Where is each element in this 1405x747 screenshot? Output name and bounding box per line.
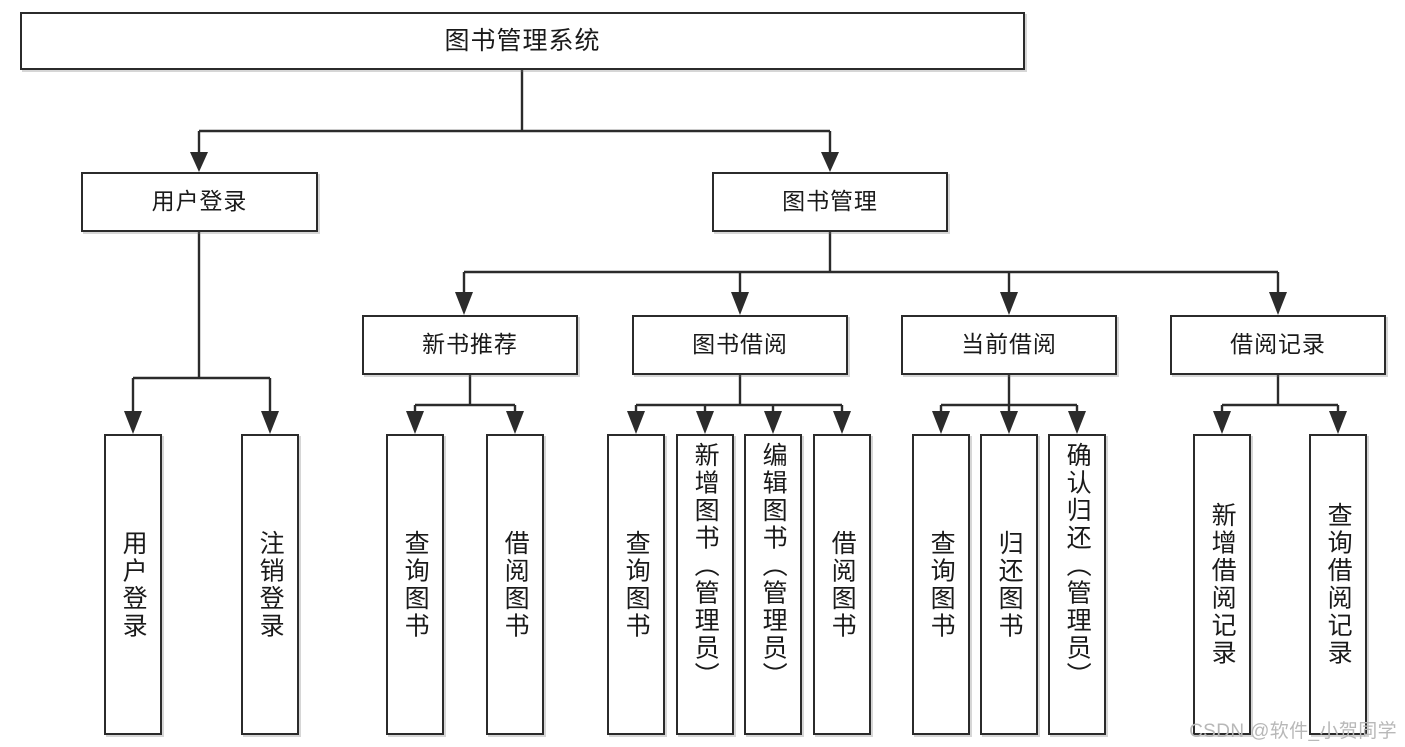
leaf-label: 查询图书 xyxy=(622,529,651,640)
leaf-label: 借阅图书 xyxy=(828,529,857,640)
leaf-label: 编辑图书（管理员） xyxy=(759,442,788,690)
node-label: 新书推荐 xyxy=(422,331,518,358)
arrowhead-user-login xyxy=(190,152,208,172)
leaf-return-book[interactable]: 归还图书 xyxy=(980,434,1038,735)
node-current-borrow[interactable]: 当前借阅 xyxy=(901,315,1117,375)
arrowhead-leaf-2 xyxy=(261,411,279,434)
leaf-label: 查询图书 xyxy=(927,529,956,640)
arrowhead-leaf-5 xyxy=(627,411,645,434)
leaf-logout[interactable]: 注销登录 xyxy=(241,434,299,735)
leaf-query-book-current[interactable]: 查询图书 xyxy=(912,434,970,735)
leaf-user-login[interactable]: 用户登录 xyxy=(104,434,162,735)
node-book-borrow[interactable]: 图书借阅 xyxy=(632,315,848,375)
arrowhead-leaf-10 xyxy=(1000,411,1018,434)
node-root-book-management-system[interactable]: 图书管理系统 xyxy=(20,12,1025,70)
arrowhead-leaf-11 xyxy=(1068,411,1086,434)
leaf-borrow-book[interactable]: 借阅图书 xyxy=(813,434,871,735)
arrowhead-leaf-13 xyxy=(1329,411,1347,434)
leaf-query-book-recommend[interactable]: 查询图书 xyxy=(386,434,444,735)
csdn-watermark: CSDN @软件_小贺同学 xyxy=(1189,721,1397,742)
leaf-label: 注销登录 xyxy=(256,529,285,640)
leaf-query-borrow-record[interactable]: 查询借阅记录 xyxy=(1309,434,1367,735)
arrowhead-leaf-3 xyxy=(406,411,424,434)
leaf-confirm-return-admin[interactable]: 确认归还（管理员） xyxy=(1048,434,1106,735)
leaf-borrow-book-recommend[interactable]: 借阅图书 xyxy=(486,434,544,735)
node-new-book-recommend[interactable]: 新书推荐 xyxy=(362,315,578,375)
leaf-add-borrow-record[interactable]: 新增借阅记录 xyxy=(1193,434,1251,735)
arrowhead-book-borrow xyxy=(731,292,749,315)
leaf-label: 新增图书（管理员） xyxy=(691,442,720,690)
node-user-login[interactable]: 用户登录 xyxy=(81,172,318,232)
leaf-label: 查询图书 xyxy=(401,529,430,640)
arrowhead-new-book xyxy=(455,292,473,315)
leaf-label: 借阅图书 xyxy=(501,529,530,640)
arrowhead-book-mgmt xyxy=(821,152,839,172)
leaf-edit-book-admin[interactable]: 编辑图书（管理员） xyxy=(744,434,802,735)
node-label: 当前借阅 xyxy=(961,331,1057,358)
node-label: 图书管理 xyxy=(782,188,878,215)
leaf-add-book-admin[interactable]: 新增图书（管理员） xyxy=(676,434,734,735)
node-borrow-record[interactable]: 借阅记录 xyxy=(1170,315,1386,375)
arrowhead-borrow-record xyxy=(1269,292,1287,315)
leaf-label: 查询借阅记录 xyxy=(1324,502,1353,667)
arrowhead-leaf-1 xyxy=(124,411,142,434)
leaf-label: 确认归还（管理员） xyxy=(1063,442,1092,690)
leaf-label: 用户登录 xyxy=(119,529,148,640)
node-book-management[interactable]: 图书管理 xyxy=(712,172,948,232)
arrowhead-leaf-6 xyxy=(696,411,714,434)
node-label: 图书管理系统 xyxy=(444,27,601,55)
arrowhead-leaf-4 xyxy=(506,411,524,434)
leaf-label: 新增借阅记录 xyxy=(1208,502,1237,667)
arrowhead-leaf-9 xyxy=(932,411,950,434)
node-label: 借阅记录 xyxy=(1230,331,1326,358)
arrowhead-current-borrow xyxy=(1000,292,1018,315)
arrowhead-leaf-12 xyxy=(1213,411,1231,434)
node-label: 用户登录 xyxy=(151,188,248,215)
arrowhead-leaf-7 xyxy=(764,411,782,434)
leaf-label: 归还图书 xyxy=(995,529,1024,640)
arrowhead-leaf-8 xyxy=(833,411,851,434)
leaf-query-book-borrow[interactable]: 查询图书 xyxy=(607,434,665,735)
node-label: 图书借阅 xyxy=(692,331,788,358)
